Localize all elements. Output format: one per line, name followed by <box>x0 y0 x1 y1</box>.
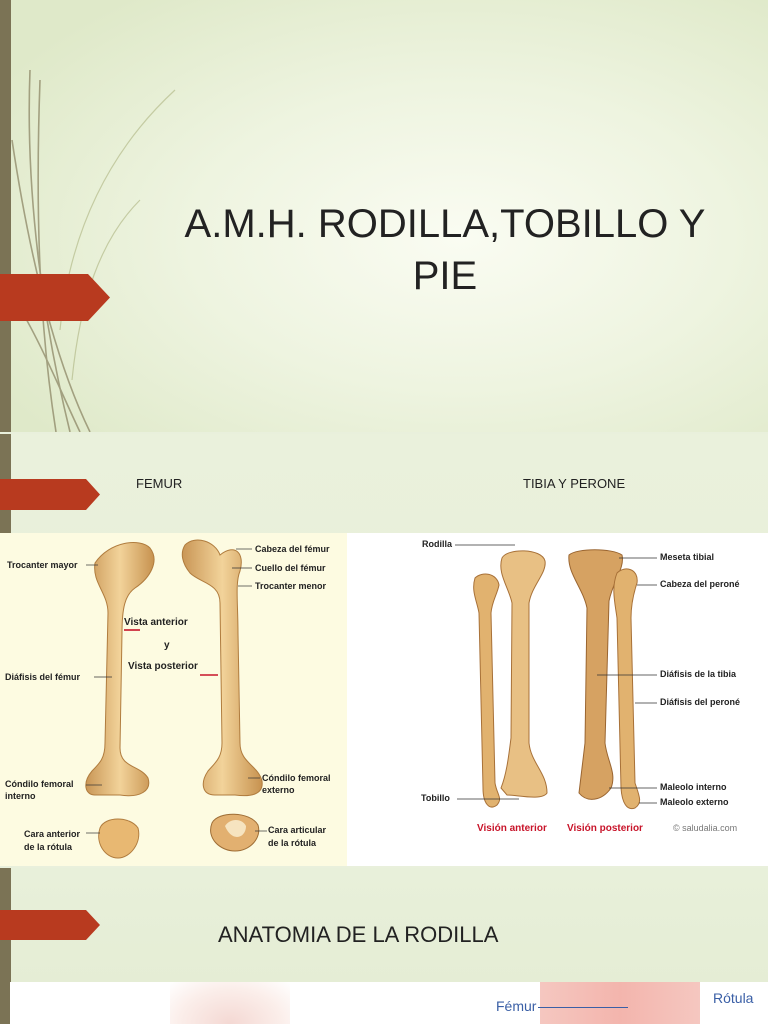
slide-3: ANATOMIA DE LA RODILLA Fémur Rótula <box>0 868 768 1024</box>
label-cara-articular-1: Cara articular <box>268 825 327 835</box>
knee-leader-femur <box>538 1007 628 1008</box>
femur-illustration: Trocanter mayor Cabeza del fémur Cuello … <box>0 533 347 866</box>
tibia-illustration: Rodilla Meseta tibial Cabeza del peroné … <box>347 533 768 866</box>
slide-1-sidebar <box>0 0 11 432</box>
label-condilo-externo-2: externo <box>262 785 295 795</box>
label-cabeza-femur: Cabeza del fémur <box>255 544 330 554</box>
label-trocanter-mayor: Trocanter mayor <box>7 560 78 570</box>
label-diafisis-femur: Diáfisis del fémur <box>5 672 81 682</box>
label-condilo-interno-2: interno <box>5 791 36 801</box>
label-cuello-femur: Cuello del fémur <box>255 563 326 573</box>
label-cabeza-perone: Cabeza del peroné <box>660 579 740 589</box>
label-vista-posterior: Vista posterior <box>128 661 198 672</box>
knee-label-rotula: Rótula <box>713 990 754 1006</box>
slide-1-background <box>0 0 768 432</box>
tibia-heading: TIBIA Y PERONE <box>523 476 626 491</box>
label-cara-articular-2: de la rótula <box>268 838 317 848</box>
knee-skin-shape-left <box>170 982 290 1024</box>
label-condilo-externo-1: Cóndilo femoral <box>262 773 331 783</box>
knee-image-panel: Fémur Rótula <box>10 982 768 1024</box>
tibia-bones-graphic <box>455 544 657 810</box>
slide-1-title-line-2: PIE <box>412 254 478 298</box>
knee-label-femur: Fémur <box>496 998 537 1014</box>
slide-1-title: A.M.H. RODILLA,TOBILLO Y PIE <box>160 198 730 302</box>
knee-muscle-shape <box>540 982 700 1024</box>
label-rodilla: Rodilla <box>422 539 453 549</box>
label-diafisis-perone: Diáfisis del peroné <box>660 697 741 707</box>
label-diafisis-tibia: Diáfisis de la tibia <box>660 669 737 679</box>
credit-saludalia: © saludalia.com <box>673 823 738 833</box>
slide-3-title: ANATOMIA DE LA RODILLA <box>218 922 499 947</box>
vista-anterior-text: Vista anterior <box>124 617 188 628</box>
label-y: y <box>164 640 170 651</box>
slide-1: A.M.H. RODILLA,TOBILLO Y PIE <box>0 0 768 432</box>
label-maleolo-interno: Maleolo interno <box>660 782 727 792</box>
vista-posterior-text: Vista posterior <box>128 661 198 672</box>
slide-2: FEMUR TIBIA Y PERONE <box>0 434 768 866</box>
label-cara-anterior-1: Cara anterior <box>24 829 81 839</box>
slide-3-sidebar <box>0 868 11 1024</box>
femur-bones-graphic <box>85 539 267 859</box>
label-tobillo: Tobillo <box>421 793 450 803</box>
slide-1-red-tab <box>0 274 110 321</box>
label-meseta-tibial: Meseta tibial <box>660 552 715 562</box>
label-trocanter-menor: Trocanter menor <box>255 581 327 591</box>
label-vista-anterior: Vista anterior <box>124 617 188 628</box>
label-cara-anterior-2: de la rótula <box>24 842 73 852</box>
slide-1-title-line-1: A.M.H. RODILLA,TOBILLO Y <box>184 202 706 246</box>
label-vision-posterior: Visión posterior <box>567 823 643 834</box>
slide-2-red-tab <box>0 479 100 510</box>
slide-3-red-tab <box>0 910 100 940</box>
label-vision-anterior: Visión anterior <box>477 823 547 834</box>
femur-heading: FEMUR <box>136 476 183 491</box>
label-maleolo-externo: Maleolo externo <box>660 797 729 807</box>
label-condilo-interno-1: Cóndilo femoral <box>5 779 74 789</box>
